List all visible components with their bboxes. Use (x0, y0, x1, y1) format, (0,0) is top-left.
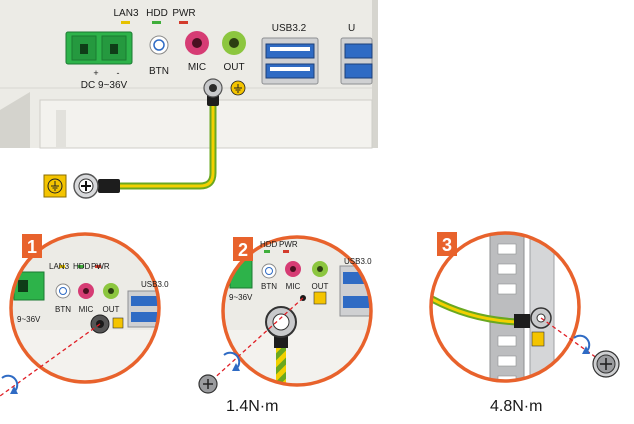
step-2-detail: HDD PWR BTN MIC OUT USB3.0 9~36V 2 (198, 235, 373, 394)
power-icon (153, 39, 165, 51)
step1-lan-label: LAN3 (49, 262, 70, 271)
rotate-arrow-icon (1, 374, 19, 394)
usb32-ports (261, 37, 319, 85)
step2-btn-label: BTN (261, 282, 277, 291)
dc-plus-label: + (93, 68, 98, 78)
step2-hdd-label: HDD (260, 240, 278, 249)
screw-washer-icon (592, 350, 620, 378)
device-front-panel (0, 0, 378, 149)
dc-range-label: DC 9~36V (81, 80, 128, 91)
power-button (149, 35, 169, 55)
ground-label-icon (43, 174, 67, 198)
pwr-led (179, 21, 188, 24)
step2-out-label: OUT (312, 282, 329, 291)
step2-mic-label: MIC (286, 282, 301, 291)
step1-hdd-label: HDD (73, 262, 91, 271)
step-3-number: 3 (442, 235, 452, 255)
dc-minus-label: - (117, 68, 120, 78)
step-1-badge (22, 234, 42, 258)
step-2-torque: 1.4N·m (226, 398, 279, 415)
usb-partial-label: U (348, 23, 355, 34)
step2-dc-range-label: 9~36V (229, 293, 253, 302)
step1-out-label: OUT (103, 305, 120, 314)
step-3-badge (437, 232, 457, 256)
pwr-led-label: PWR (172, 8, 195, 19)
step-2-badge (233, 237, 253, 261)
btn-label: BTN (149, 66, 169, 77)
usb-ports-partial (340, 37, 373, 85)
lan-led-label: LAN3 (113, 8, 138, 19)
step1-pwr-label: PWR (91, 262, 110, 271)
step1-dc-range-label: 9~36V (17, 315, 41, 324)
hdd-led-label: HDD (146, 8, 168, 19)
screw-icon (198, 374, 218, 394)
mic-label: MIC (188, 62, 206, 73)
step2-pwr-label: PWR (279, 240, 298, 249)
step-1-detail: LAN3 HDD PWR BTN MIC OUT USB3.0 9~36V 1 (0, 232, 169, 397)
step1-btn-label: BTN (55, 305, 71, 314)
ground-symbol-icon (230, 80, 246, 96)
hdd-led (152, 21, 161, 24)
step-3-torque: 4.8N·m (490, 398, 543, 415)
rotate-arrow-icon (223, 351, 241, 371)
step2-usb-label: USB3.0 (344, 257, 372, 266)
step-3-detail: 3 (429, 231, 620, 383)
ground-cable (73, 78, 223, 199)
step-2-number: 2 (238, 240, 248, 260)
usb32-label: USB3.2 (272, 23, 307, 34)
step1-mic-label: MIC (79, 305, 94, 314)
step1-usb-label: USB3.0 (141, 280, 169, 289)
step-1-number: 1 (27, 237, 37, 257)
lan-led (121, 21, 130, 24)
out-label: OUT (223, 62, 244, 73)
dc-power-terminal (65, 31, 133, 65)
rotate-arrow-icon (573, 334, 591, 354)
